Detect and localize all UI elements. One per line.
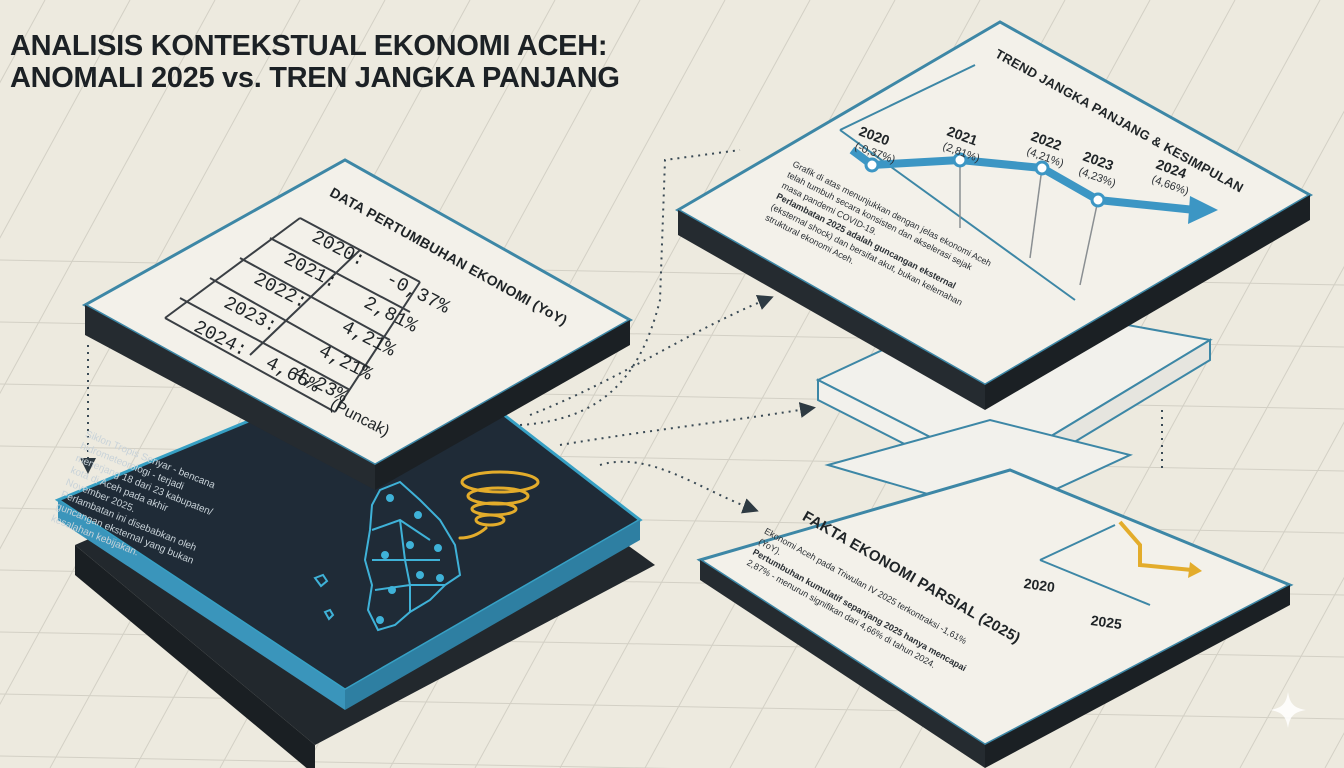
data-table-grid bbox=[164, 217, 421, 413]
fact-mini-chart-line bbox=[1118, 520, 1193, 572]
connector-arrow bbox=[559, 402, 816, 446]
trend-point bbox=[864, 157, 880, 173]
panel-face bbox=[696, 468, 1294, 747]
aceh-map-icon bbox=[313, 480, 462, 632]
trend-point bbox=[1034, 160, 1050, 176]
connector-arrow bbox=[519, 149, 741, 426]
trend-point bbox=[952, 152, 968, 168]
sparkle-icon bbox=[1270, 692, 1306, 728]
connector-arrow bbox=[529, 295, 774, 416]
panel-slab bbox=[85, 305, 375, 490]
title-line-1: ANALISIS KONTEKSTUAL EKONOMI ACEH: bbox=[10, 30, 608, 62]
trend-arrowhead bbox=[1188, 196, 1218, 224]
title-line-2: ANOMALI 2025 vs. TREN JANGKA PANJANG bbox=[10, 62, 620, 94]
trend-point bbox=[1090, 192, 1106, 208]
connector-arrow bbox=[599, 460, 759, 514]
cyclone-icon bbox=[458, 470, 540, 540]
page-title: ANALISIS KONTEKSTUAL EKONOMI ACEH: ANOMA… bbox=[10, 30, 620, 94]
panel-slab bbox=[678, 210, 985, 410]
panel-slab bbox=[700, 560, 985, 768]
